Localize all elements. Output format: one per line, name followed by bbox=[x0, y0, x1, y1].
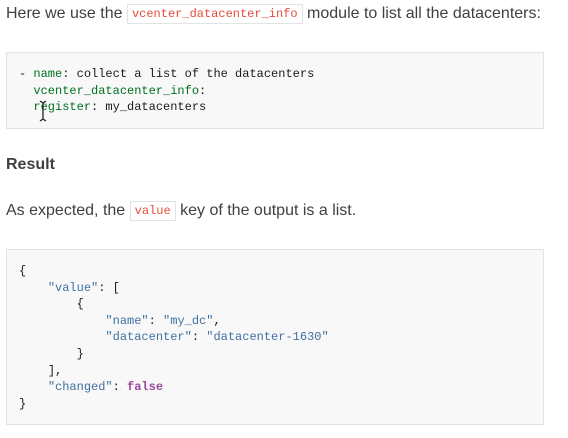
yaml-register-value: my_datacenters bbox=[105, 100, 207, 115]
yaml-module-key: vcenter_datacenter_info bbox=[33, 83, 200, 98]
yaml-name-value: collect a list of the datacenters bbox=[76, 67, 315, 81]
yaml-code-block[interactable]: - name: collect a list of the datacenter… bbox=[6, 52, 544, 129]
json-open-bracket: [ bbox=[112, 280, 120, 295]
json-close-bracket: ], bbox=[47, 363, 63, 378]
json-changed-key: "changed" bbox=[47, 380, 113, 395]
expected-paragraph: As expected, the value key of the output… bbox=[6, 200, 356, 223]
json-open-brace: { bbox=[19, 264, 27, 278]
json-name-key: "name" bbox=[105, 313, 149, 328]
yaml-name-key: name bbox=[33, 67, 63, 81]
json-close-brace: } bbox=[19, 396, 27, 411]
intro-paragraph: Here we use the vcenter_datacenter_info … bbox=[6, 3, 541, 26]
json-value-key: "value" bbox=[47, 280, 99, 295]
module-inline-code: vcenter_datacenter_info bbox=[126, 4, 303, 24]
yaml-dash: - bbox=[19, 67, 34, 81]
yaml-code: - name: collect a list of the datacenter… bbox=[19, 67, 315, 115]
expected-text-before: As expected, the bbox=[6, 202, 130, 219]
json-datacenter-value: "datacenter-1630" bbox=[206, 330, 329, 345]
json-changed-value: false bbox=[127, 380, 164, 395]
intro-text-before: Here we use the bbox=[6, 5, 127, 22]
expected-text-after: key of the output is a list. bbox=[175, 202, 357, 219]
json-code-block[interactable]: { "value": [ { "name": "my_dc", "datacen… bbox=[6, 249, 544, 425]
text-cursor-icon bbox=[39, 100, 47, 122]
value-inline-code: value bbox=[129, 201, 176, 221]
intro-text-after: module to list all the datacenters: bbox=[302, 5, 541, 22]
json-datacenter-key: "datacenter" bbox=[105, 330, 192, 345]
json-code: { "value": [ { "name": "my_dc", "datacen… bbox=[19, 264, 329, 411]
json-inner-close: } bbox=[76, 346, 84, 361]
json-name-value: "my_dc" bbox=[163, 313, 214, 328]
yaml-register-key: register bbox=[33, 100, 92, 115]
result-heading: Result bbox=[6, 156, 55, 173]
json-inner-open: { bbox=[76, 297, 84, 312]
